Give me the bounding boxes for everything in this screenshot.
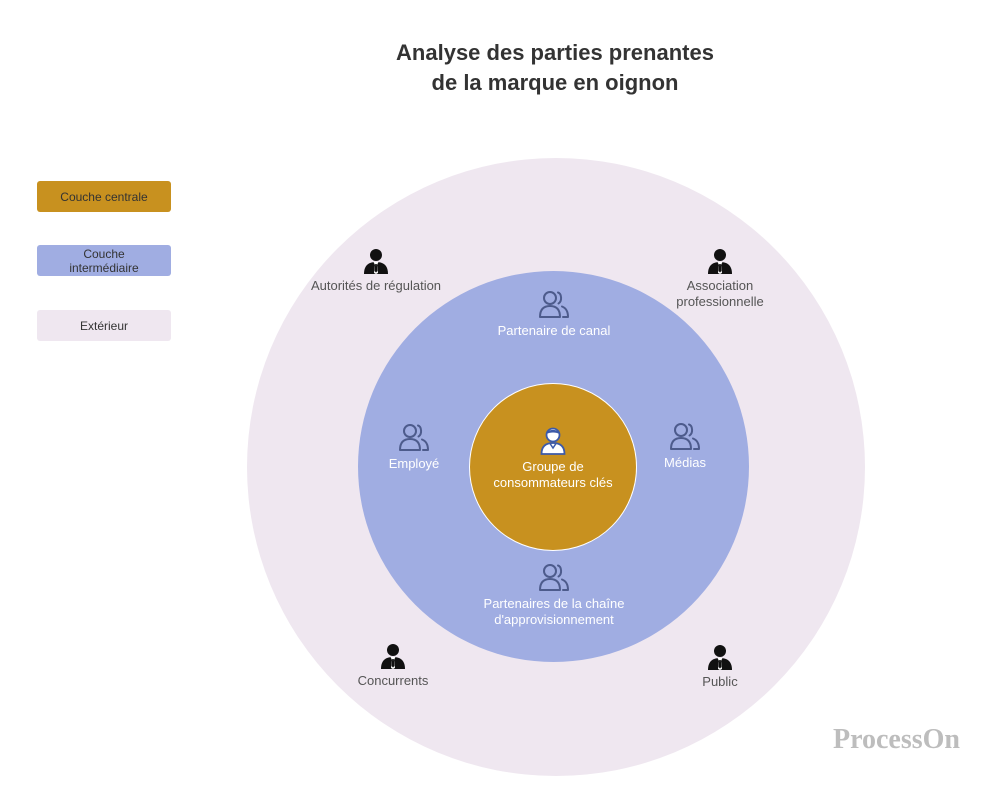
stakeholder-label: Employé bbox=[388, 456, 440, 471]
group-icon bbox=[670, 423, 700, 450]
diagram-title: Analyse des parties prenantes de la marq… bbox=[280, 38, 830, 98]
stakeholder-label: Concurrents bbox=[357, 673, 429, 688]
core-circle bbox=[469, 383, 637, 551]
businessman-icon bbox=[708, 645, 732, 670]
stakeholder-label: Partenaires de la chaîne d'approvisionne… bbox=[483, 596, 625, 627]
businessman-icon bbox=[708, 249, 732, 274]
stakeholder-label: Partenaire de canal bbox=[497, 323, 611, 338]
legend-middle: Couche intermédiaire bbox=[37, 245, 171, 276]
stakeholder-label: Autorités de régulation bbox=[310, 278, 442, 293]
legend-core: Couche centrale bbox=[37, 181, 171, 212]
group-icon bbox=[539, 564, 569, 591]
stakeholder-employee: Employé bbox=[369, 422, 459, 472]
stakeholder-media: Médias bbox=[645, 421, 725, 471]
stakeholder-label: Association professionnelle bbox=[676, 278, 764, 309]
stakeholder-label: Public bbox=[702, 674, 738, 689]
stakeholder-label: Groupe de consommateurs clés bbox=[493, 459, 613, 490]
stakeholder-competitors: Concurrents bbox=[333, 643, 453, 689]
title-line-1: Analyse des parties prenantes bbox=[396, 40, 714, 65]
businessman-icon bbox=[364, 249, 388, 274]
businessman-icon bbox=[381, 644, 405, 669]
group-icon bbox=[539, 291, 569, 318]
stakeholder-supply-chain: Partenaires de la chaîne d'approvisionne… bbox=[469, 562, 639, 628]
user-icon bbox=[540, 427, 566, 455]
stakeholder-label: Médias bbox=[664, 455, 706, 470]
group-icon bbox=[399, 424, 429, 451]
stakeholder-channel-partner: Partenaire de canal bbox=[474, 289, 634, 339]
stakeholder-association: Association professionnelle bbox=[655, 248, 785, 310]
legend-outer: Extérieur bbox=[37, 310, 171, 341]
title-line-2: de la marque en oignon bbox=[431, 70, 679, 95]
stakeholder-public: Public bbox=[670, 644, 770, 690]
stakeholder-core-consumers: Groupe de consommateurs clés bbox=[478, 425, 628, 491]
watermark-logo: ProcessOn bbox=[832, 724, 960, 755]
stakeholder-regulators: Autorités de régulation bbox=[296, 248, 456, 294]
